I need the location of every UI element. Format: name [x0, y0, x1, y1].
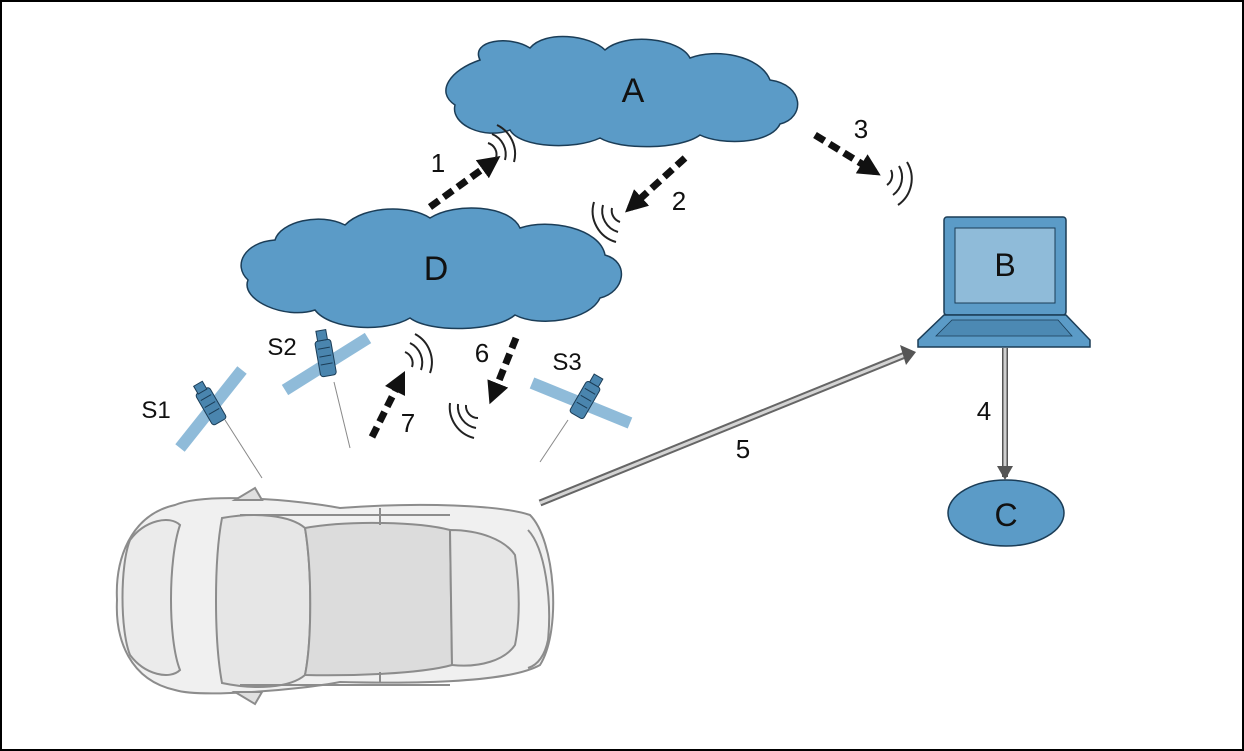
arrow-1: 1 [427, 124, 517, 210]
arrow-6: 6 [448, 336, 520, 439]
cloud-a-label: A [622, 72, 645, 110]
cloud-d: D [240, 207, 622, 330]
laptop-label: B [994, 247, 1015, 283]
step-1-label: 1 [431, 148, 445, 178]
sat-s2-label: S2 [267, 334, 296, 361]
database-c: C [947, 479, 1065, 547]
connector-5: 5 [538, 345, 916, 507]
laptop-screen [954, 227, 1056, 304]
step-5-label: 5 [736, 434, 750, 464]
signal-wave-icon [487, 124, 517, 163]
cloud-d-label: D [424, 250, 449, 288]
arrow-2: 2 [591, 155, 688, 243]
step-7-label: 7 [401, 408, 415, 438]
satellite-icon [192, 380, 227, 426]
signal-wave-icon [448, 402, 479, 439]
signal-wave-icon [886, 161, 913, 206]
satellite-icon [314, 329, 337, 378]
car-icon [115, 486, 555, 706]
sat-s1-label: S1 [141, 397, 170, 424]
step-4-label: 4 [977, 396, 991, 426]
signal-wave-icon [591, 201, 621, 243]
connector-4: 4 [977, 348, 1013, 480]
satellite-icon [569, 373, 604, 419]
satellite-s2: S2 [267, 329, 372, 449]
database-label: C [994, 497, 1017, 533]
signal-wave-icon [404, 333, 433, 374]
sat-s3-label: S3 [552, 349, 581, 376]
laptop-b: B [917, 216, 1091, 348]
laptop-keyboard [935, 319, 1073, 337]
satellite-s3: S3 [529, 349, 633, 463]
cloud-a: A [445, 35, 799, 148]
step-2-label: 2 [672, 186, 686, 216]
step-6-label: 6 [475, 338, 489, 368]
arrow-7: 7 [368, 333, 433, 439]
arrow-3: 3 [813, 114, 913, 206]
satellite-s1: S1 [141, 366, 263, 479]
step-3-label: 3 [854, 114, 868, 144]
